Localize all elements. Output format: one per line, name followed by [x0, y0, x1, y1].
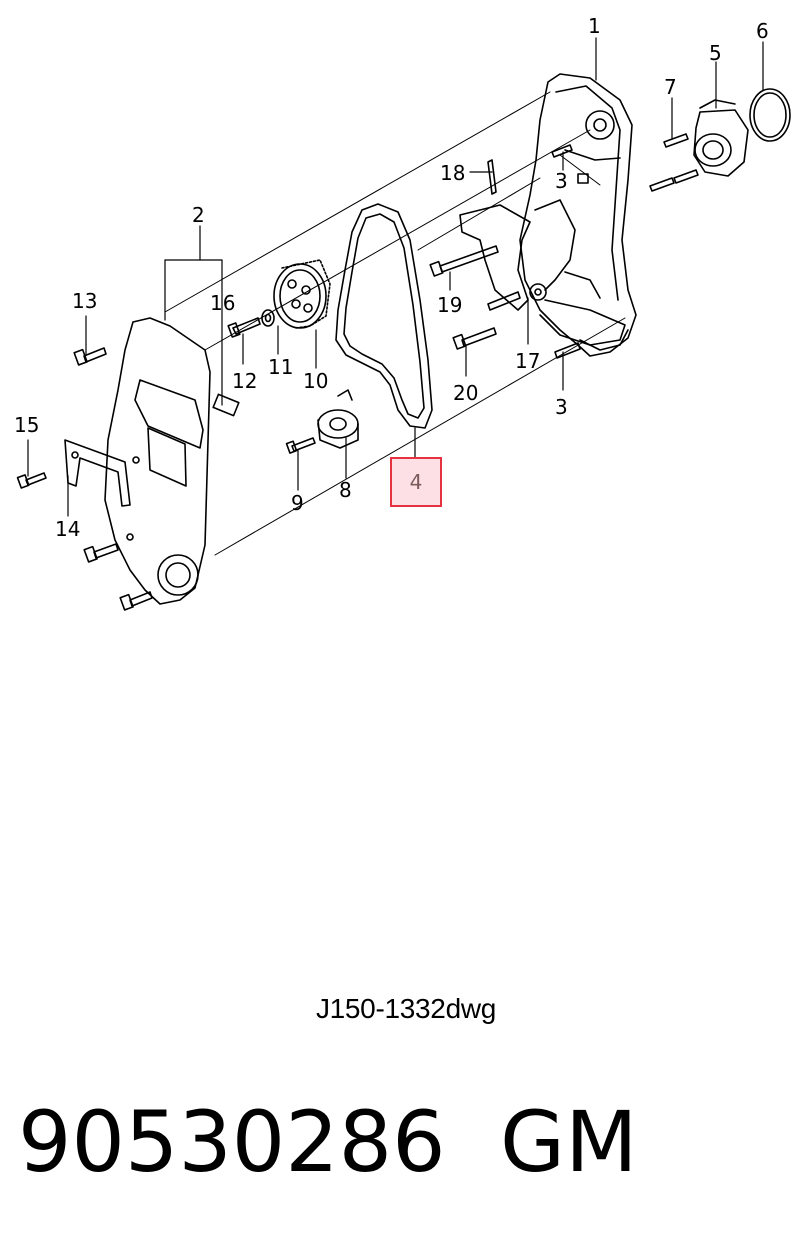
callout-13: 13 [72, 289, 97, 313]
cover-clip [212, 393, 240, 417]
callout-19: 19 [437, 293, 462, 317]
callout-leaders [27, 37, 764, 517]
callout-8: 8 [339, 478, 352, 502]
pump-bracket [459, 199, 626, 346]
exploded-parts-diagram: 1 2 3 3 3 5 6 7 8 9 10 11 12 13 14 15 16… [14, 14, 791, 611]
camshaft-sprocket [273, 259, 331, 329]
cover-gasket [64, 439, 131, 507]
part-number: 90530286 [18, 1093, 446, 1191]
callout-10: 10 [303, 369, 328, 393]
bolt-3-lower [554, 342, 581, 359]
bolt-20 [452, 327, 497, 350]
callout-11: 11 [268, 355, 293, 379]
callout-3-lower: 3 [555, 395, 568, 419]
callout-14: 14 [55, 517, 80, 541]
callout-labels: 1 2 3 3 3 5 6 7 8 9 10 11 12 13 14 15 16… [14, 14, 769, 541]
brand-label: GM [500, 1093, 638, 1191]
belt-tensioner [317, 389, 359, 449]
stud-18 [487, 159, 497, 195]
callout-5: 5 [709, 41, 722, 65]
callout-20: 20 [453, 381, 478, 405]
callout-6: 6 [756, 19, 769, 43]
cover-bolts [16, 347, 153, 611]
callout-12: 12 [232, 369, 257, 393]
washer [261, 309, 275, 327]
timing-belt [335, 203, 433, 429]
dowel [577, 173, 589, 184]
callout-1: 1 [588, 14, 601, 38]
callout-15: 15 [14, 413, 39, 437]
bolt-12 [227, 317, 261, 338]
bolt-19 [429, 245, 499, 277]
highlighted-callout-4[interactable]: 4 [390, 457, 442, 507]
pump-o-ring [749, 88, 791, 142]
bolt-9 [285, 437, 316, 454]
callout-17: 17 [515, 349, 540, 373]
rear-timing-cover [519, 73, 637, 357]
front-upper-cover [104, 317, 211, 605]
callout-3-upper: 3 [555, 169, 568, 193]
callout-2: 2 [192, 203, 205, 227]
bolt-7 [663, 133, 689, 148]
callout-18: 18 [440, 161, 465, 185]
callout-7: 7 [664, 75, 677, 99]
callout-16: 16 [210, 291, 235, 315]
drawing-code: J150-1332dwg [315, 993, 497, 1024]
callout-9: 9 [291, 491, 304, 515]
bolt-3-upper [551, 144, 573, 158]
water-pump [693, 99, 749, 177]
